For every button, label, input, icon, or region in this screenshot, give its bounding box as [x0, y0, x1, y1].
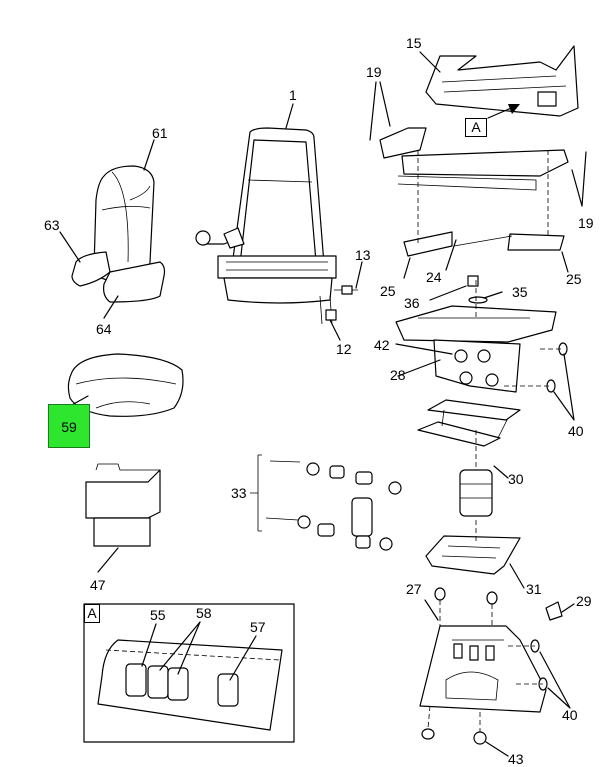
callout-35[interactable]: 35 — [512, 284, 528, 300]
callout-28[interactable]: 28 — [390, 367, 406, 383]
callout-43[interactable]: 43 — [508, 751, 524, 767]
callout-58[interactable]: 58 — [196, 605, 212, 621]
callout-12[interactable]: 12 — [336, 341, 352, 357]
lower-frame[interactable] — [425, 535, 521, 575]
callout-30[interactable]: 30 — [508, 471, 524, 487]
seat-bottom-cushion[interactable] — [67, 353, 184, 417]
callout-42[interactable]: 42 — [374, 337, 390, 353]
callout-25-right[interactable]: 25 — [566, 271, 582, 287]
callout-29[interactable]: 29 — [576, 593, 592, 609]
callout-63[interactable]: 63 — [44, 217, 60, 233]
callout-1[interactable]: 1 — [289, 87, 297, 103]
slide-rail-assembly[interactable] — [379, 127, 569, 257]
callout-24[interactable]: 24 — [426, 269, 442, 285]
detail-a-reference[interactable]: A — [465, 118, 487, 137]
callout-31[interactable]: 31 — [526, 581, 542, 597]
detail-a-inset[interactable] — [83, 603, 295, 743]
callout-27[interactable]: 27 — [406, 581, 422, 597]
seat-frame[interactable] — [195, 127, 358, 325]
callout-33[interactable]: 33 — [231, 485, 247, 501]
callout-57[interactable]: 57 — [250, 619, 266, 635]
seat-cushion-assembly[interactable] — [71, 165, 166, 303]
seat-cover-block[interactable] — [85, 463, 161, 547]
callout-59-highlighted[interactable]: 59 — [48, 404, 90, 448]
callout-13[interactable]: 13 — [355, 247, 371, 263]
callout-47[interactable]: 47 — [90, 577, 106, 593]
callout-40-lower[interactable]: 40 — [562, 707, 578, 723]
base-housing[interactable] — [419, 625, 547, 713]
detail-a-arrow — [487, 104, 520, 119]
callout-64[interactable]: 64 — [96, 321, 112, 337]
suspension-top-bracket[interactable] — [395, 275, 557, 393]
detail-a-inset-label: A — [84, 604, 100, 623]
callout-55[interactable]: 55 — [150, 607, 166, 623]
callout-19-top[interactable]: 19 — [366, 64, 382, 80]
callout-15[interactable]: 15 — [406, 35, 422, 51]
callout-19-right[interactable]: 19 — [578, 215, 594, 231]
scissor-linkage[interactable] — [417, 399, 521, 517]
callout-leaders — [59, 51, 587, 757]
shock-absorber-kit[interactable] — [250, 454, 402, 551]
callout-40-upper[interactable]: 40 — [568, 423, 584, 439]
callout-36[interactable]: 36 — [404, 295, 420, 311]
callout-61[interactable]: 61 — [152, 125, 168, 141]
seat-top-pan[interactable] — [425, 45, 579, 117]
assembly-dashed-lines — [417, 150, 563, 732]
callout-25-left[interactable]: 25 — [380, 283, 396, 299]
